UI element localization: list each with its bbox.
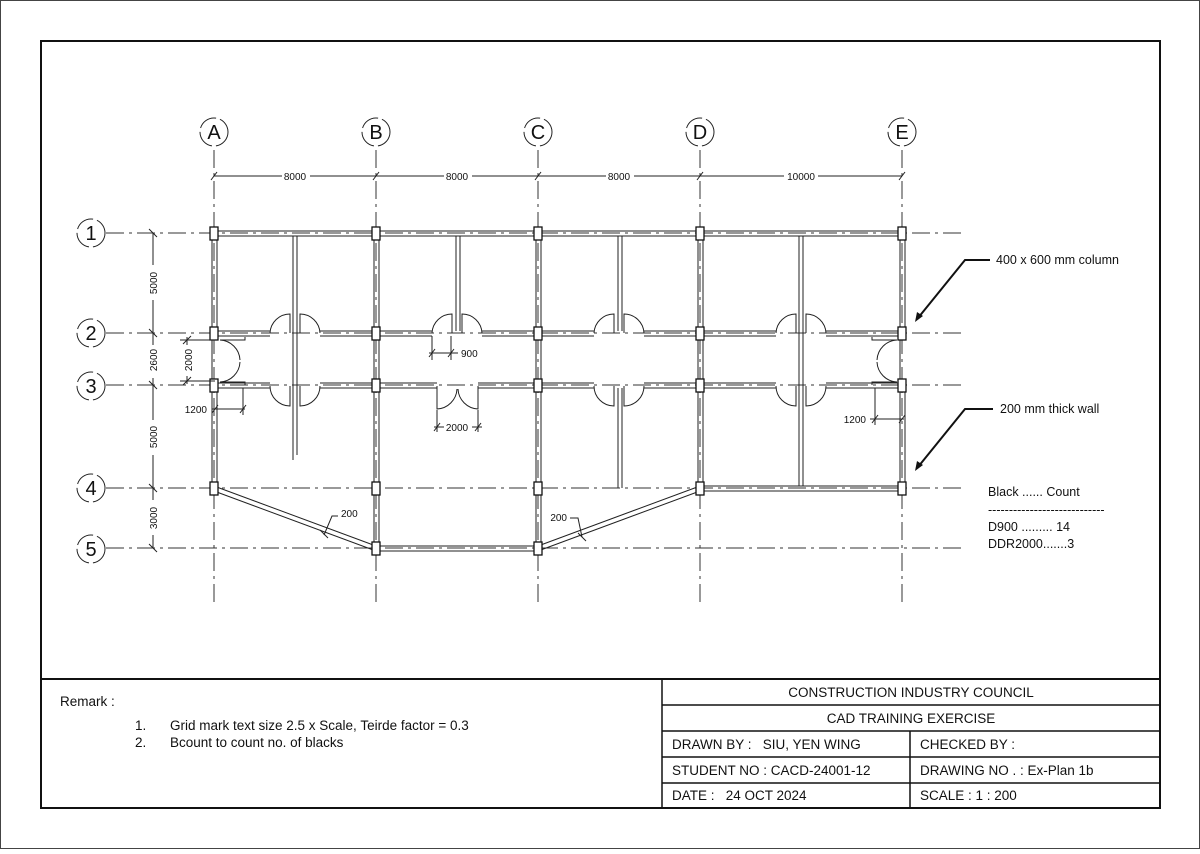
- dim-900: 900: [461, 349, 478, 360]
- remark-text: Grid mark text size 2.5 x Scale, Teirde …: [170, 718, 469, 733]
- dim-200-right-wall: 200: [550, 513, 567, 524]
- wall-note: 200 mm thick wall: [1000, 402, 1099, 416]
- walls: [211, 230, 906, 552]
- top-dimensions: 8000 8000 8000 10000: [210, 171, 906, 183]
- remark-number: 2.: [135, 735, 146, 750]
- grid-label-2: 2: [85, 323, 96, 345]
- remarks-title: Remark :: [60, 694, 115, 709]
- title-exercise: CAD TRAINING EXERCISE: [826, 710, 996, 726]
- grid-bubbles-rows: 1 2 3 4 5: [76, 218, 106, 564]
- dim-c-d: 8000: [608, 172, 631, 183]
- block-count-table: Black ...... Count ---------------------…: [988, 485, 1105, 551]
- dim-b-c: 8000: [446, 172, 469, 183]
- columns: [209, 226, 907, 556]
- dim-1200-left: 1200: [185, 405, 208, 416]
- grid-label-a: A: [207, 122, 221, 144]
- drawing-frame: [40, 40, 1161, 809]
- checked-by: CHECKED BY :: [920, 736, 1016, 752]
- dim-4-5: 3000: [149, 506, 160, 529]
- grid-label-1: 1: [85, 223, 96, 245]
- dim-2-3: 2600: [149, 348, 160, 371]
- scale: SCALE : 1 : 200: [920, 788, 1017, 803]
- date: DATE : 24 OCT 2024: [672, 788, 807, 803]
- dim-1-2: 5000: [149, 271, 160, 294]
- detail-dimensions: 900 2000 2000 1200 1200 200: [180, 335, 906, 542]
- dim-200-left-wall: 200: [341, 509, 358, 520]
- title-organization: CONSTRUCTION INDUSTRY COUNCIL: [788, 685, 1034, 700]
- block-count-row: D900 ......... 14: [988, 520, 1070, 534]
- block-count-header: Black ...... Count: [988, 485, 1080, 499]
- remarks-panel: Remark : 1. Grid mark text size 2.5 x Sc…: [60, 694, 469, 750]
- doors-d900: [269, 313, 827, 407]
- grid-label-d: D: [693, 122, 707, 144]
- dim-2000-double-door: 2000: [446, 423, 469, 434]
- student-no: STUDENT NO : CACD-24001-12: [672, 762, 871, 778]
- dim-1200-right: 1200: [844, 415, 867, 426]
- dim-2000-side-door: 2000: [184, 348, 195, 371]
- drawn-by: DRAWN BY : SIU, YEN WING: [672, 736, 861, 752]
- drawing-no: DRAWING NO . : Ex-Plan 1b: [920, 762, 1094, 778]
- block-count-row: DDR2000.......3: [988, 537, 1074, 551]
- grid-label-3: 3: [85, 376, 96, 398]
- grid-label-c: C: [531, 122, 545, 144]
- column-note: 400 x 600 mm column: [996, 253, 1119, 267]
- left-dimensions: 5000 2600 5000 3000: [148, 228, 160, 553]
- dim-a-b: 8000: [284, 172, 307, 183]
- grid-label-5: 5: [85, 539, 96, 561]
- title-block-grid: [662, 704, 1160, 808]
- dim-3-4: 5000: [149, 425, 160, 448]
- grid-label-4: 4: [85, 478, 96, 500]
- dim-d-e: 10000: [787, 172, 815, 183]
- leader-annotations: 400 x 600 mm column 200 mm thick wall: [915, 253, 1119, 471]
- grid-label-b: B: [369, 122, 382, 144]
- remark-number: 1.: [135, 718, 146, 733]
- block-count-separator: ----------------------------: [988, 503, 1105, 517]
- grid-bubbles-columns: A B C D E: [199, 117, 917, 147]
- grid-lines: [106, 150, 965, 605]
- doors-ddr2000: [219, 337, 898, 410]
- remark-text: Bcount to count no. of blacks: [170, 735, 344, 750]
- grid-label-e: E: [895, 122, 908, 144]
